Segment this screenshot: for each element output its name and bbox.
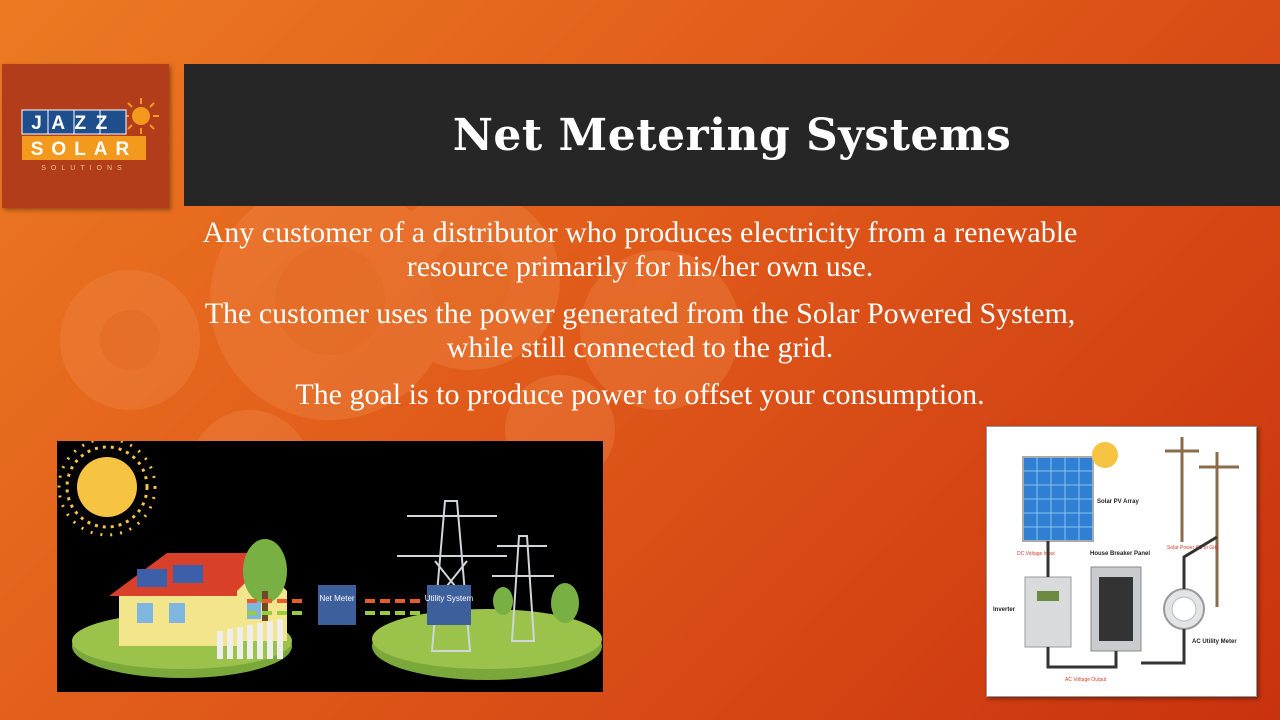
net-metering-diagram: Net Meter Utility System	[57, 437, 603, 692]
net-meter-box	[318, 585, 356, 625]
breaker-panel-label: House Breaker Panel	[1090, 551, 1150, 557]
sun-icon	[123, 98, 159, 134]
wiring-lines	[1046, 535, 1218, 669]
title-bar: Net Metering Systems	[184, 64, 1280, 206]
solar-power-label: Solar Power AC to Grid	[1167, 545, 1219, 551]
power-tower-icon	[397, 500, 554, 652]
paragraph-goal: The goal is to produce power to offset y…	[295, 378, 985, 411]
energy-flow-arrows	[247, 599, 422, 615]
paragraph-definition: Any customer of a distributor who produc…	[202, 216, 1078, 283]
jazz-solar-logo: JAZZ SOLAR SOLUTIONS	[21, 98, 159, 172]
logo-box: JAZZ SOLAR SOLUTIONS	[2, 64, 169, 208]
sun-icon	[1092, 442, 1118, 468]
tree-icon	[243, 539, 287, 603]
inverter-label: Inverter	[993, 607, 1016, 613]
logo-jazz-text: JAZZ	[31, 113, 117, 134]
tree-icon	[551, 583, 579, 623]
logo-solutions-text: SOLUTIONS	[41, 165, 126, 172]
net-meter-label: Net Meter	[319, 594, 354, 603]
solar-panel-icon	[1022, 456, 1094, 542]
paragraph-usage: The customer uses the power generated fr…	[204, 297, 1076, 364]
logo-solar-text: SOLAR	[31, 139, 138, 160]
dc-input-label: DC Voltage Input	[1017, 551, 1055, 557]
inverter-box	[1024, 576, 1072, 648]
solar-array-label: Solar PV Array	[1097, 499, 1139, 505]
sun-icon	[57, 437, 157, 537]
utility-meter-label: AC Utility Meter	[1192, 639, 1237, 645]
slide-title: Net Metering Systems	[452, 109, 1012, 161]
utility-pole-icon	[1165, 437, 1239, 607]
slide-body: Any customer of a distributor who produc…	[180, 216, 1100, 425]
utility-system-label: Utility System	[425, 594, 474, 603]
utility-system-box	[427, 585, 471, 625]
grid-tie-wiring-diagram: Solar PV Array Solar Power AC to Grid DC…	[986, 426, 1257, 697]
ac-output-label: AC Voltage Output	[1065, 677, 1107, 683]
tree-icon	[493, 587, 513, 615]
